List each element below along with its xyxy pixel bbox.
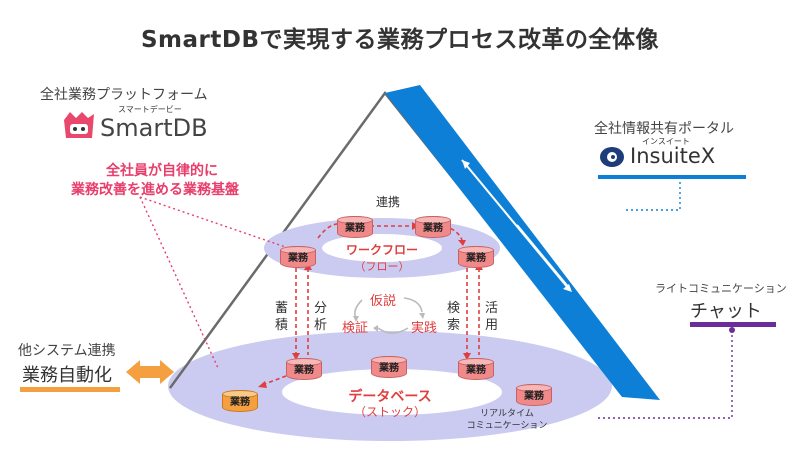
insuite-ruby: インスイート: [642, 137, 690, 146]
task-cylinder: 業務: [371, 356, 407, 378]
realtime-label: リアルタイム コミュニケーション: [452, 408, 562, 432]
realtime-line2: コミュニケーション: [466, 421, 548, 431]
chat-underline: [690, 322, 776, 327]
task-cylinder: 業務: [458, 246, 494, 268]
smartdb-logo: スマートデービー SmartDB: [62, 105, 232, 146]
insuite-mascot-icon: [598, 144, 626, 168]
task-label: 業務: [230, 397, 250, 408]
chat-caption: ライトコミュニケーション: [655, 282, 787, 295]
flow-arrow: [317, 222, 343, 239]
smartdb-desc-line1: 全社員が自律的に: [106, 163, 218, 179]
insuite-pointer: [624, 182, 681, 211]
smartdb-pointer: [139, 196, 301, 253]
task-label: 業務: [345, 223, 365, 234]
smartdb-ruby: スマートデービー: [118, 105, 182, 114]
other-system-caption: 他システム連携: [18, 343, 116, 359]
cycle-arrow: [403, 297, 423, 313]
db-arrow: [261, 375, 287, 386]
band-arrow-down: [516, 224, 571, 290]
smartdb-caption: 全社業務プラットフォーム: [40, 87, 208, 103]
database-title: データベース: [348, 389, 432, 405]
arrow-head: [463, 353, 471, 360]
workflow-title: ワークフロー: [345, 243, 418, 257]
arrow-head: [373, 325, 378, 332]
analyze-label: 分析: [314, 301, 328, 333]
smartdb-pointer: [139, 196, 219, 369]
task-label: 業務: [423, 223, 443, 234]
smartdb-mascot-icon: [62, 110, 96, 140]
portal-band: [385, 85, 660, 400]
task-label: 業務: [466, 365, 486, 376]
task-label: 業務: [288, 253, 308, 264]
store-label: 蓄積: [275, 301, 289, 333]
task-label: 業務: [379, 363, 399, 374]
task-cylinder: 業務: [458, 358, 494, 380]
arrow-head: [458, 240, 466, 246]
page-title: SmartDBで実現する業務プロセス改革の全体像: [140, 27, 659, 53]
database-sub: （ストック）: [353, 405, 426, 419]
cycle-arrow: [377, 327, 409, 334]
other-system-underline: [20, 387, 120, 392]
band-arrow-head: [462, 160, 470, 169]
use-label: 活用: [485, 301, 499, 333]
other-system-name: 業務自動化: [22, 365, 112, 386]
insuite-underline: [598, 175, 746, 179]
cycle-hypothesis: 仮説: [370, 294, 397, 309]
insuite-logo: インスイート InsuiteX: [598, 137, 738, 172]
task-cylinder: 業務: [415, 216, 451, 238]
verify-label: 検索: [447, 301, 461, 333]
workflow-ring-hole: [322, 234, 442, 262]
realtime-line1: リアルタイム: [480, 409, 534, 419]
link-label: 連携: [376, 195, 401, 209]
task-label: 業務: [524, 391, 544, 402]
task-label: 業務: [466, 253, 486, 264]
cycle-practice: 実践: [411, 321, 438, 336]
chat-name: チャット: [690, 301, 762, 322]
arrow-head: [419, 313, 425, 319]
cycle-verification: 検証: [342, 321, 369, 336]
task-cylinder: 業務: [337, 216, 373, 238]
integration-double-arrow: [126, 360, 174, 384]
task-cylinder-external: 業務: [222, 390, 258, 412]
arrow-head: [353, 316, 359, 322]
insuite-logo-text: InsuiteX: [630, 144, 716, 168]
database-ring-hole: [282, 369, 502, 415]
task-label: 業務: [294, 365, 314, 376]
arrow-head: [292, 353, 300, 360]
band-arrow-head: [563, 284, 572, 292]
workflow-sub: （フロー）: [354, 260, 410, 273]
chat-pointer-dot: [729, 327, 735, 333]
insuite-caption: 全社情報共有ポータル: [594, 121, 734, 137]
task-cylinder: 業務: [516, 384, 552, 406]
smartdb-logo-text: SmartDB: [100, 114, 208, 142]
task-cylinder: 業務: [280, 246, 316, 268]
task-cylinder: 業務: [286, 358, 322, 380]
arrow-head: [258, 381, 267, 388]
smartdb-desc-line2: 業務改善を進める業務基盤: [71, 182, 239, 198]
